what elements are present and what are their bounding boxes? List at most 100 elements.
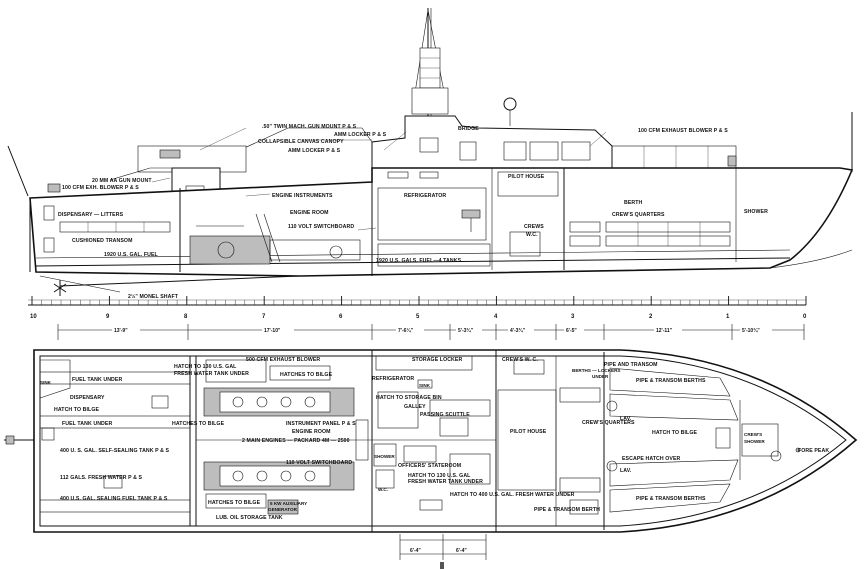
label-fuel-tanks: 1920 U.S. GALS. FUEL—4 TANKS — [376, 258, 462, 264]
dim-bottom-2: 6'-4" — [456, 548, 467, 554]
station-8: 8 — [184, 314, 188, 320]
plan-label-fuel-tank-1: FUEL TANK UNDER — [72, 377, 122, 383]
plan-label-dispensary: DISPENSARY — [70, 395, 105, 401]
plan-label-switchboard: 110 VOLT SWITCHBOARD — [286, 460, 352, 466]
plan-label-storage-locker: STORAGE LOCKER — [412, 357, 462, 363]
dim-pilot: 6'-5" — [566, 328, 577, 334]
plan-label-pt-berths-2: PIPE & TRANSOM BERTHS — [636, 496, 706, 502]
station-5: 5 — [416, 314, 420, 320]
plan-label-5kw: 5 KW AUXILIARY — [270, 501, 307, 506]
label-exh-blower: 100 CFM EXH. BLOWER P & S — [62, 185, 139, 191]
profile-interior — [39, 171, 731, 296]
dim-galley: 7'-6¼" — [398, 327, 414, 334]
profile-leaders — [151, 127, 607, 231]
plan-label-lav-2: LAV. — [620, 468, 632, 474]
plan-label-pipe-transom: PIPE AND TRANSOM — [604, 362, 658, 368]
bottom-dimensions: 6'-4" 6'-4" — [399, 534, 487, 569]
plan-label-hatches-bilge-3: HATCHES TO BILGE — [208, 500, 261, 506]
dimension-line: 13'-9" 17'-10" 7'-6¼" 5'-3¾" 4'-3¾" 6'-5… — [57, 324, 805, 340]
station-6: 6 — [339, 314, 343, 320]
plan-label-storage-bin: HATCH TO STORAGE BIN — [376, 395, 442, 401]
plan-label-refrigerator: REFRIGERATOR — [372, 376, 414, 382]
plan-label-pt-berth: PIPE & TRANSOM BERTH — [534, 507, 600, 513]
plan-label-112-fw: 112 GALS. FRESH WATER P & S — [60, 475, 143, 481]
plan-label-hatches-bilge-1: HATCHES TO BILGE — [280, 372, 333, 378]
plan-label-berths-lockers: BERTHS — LOCKERS — [572, 368, 621, 373]
plan-label-fore-peak: FORE PEAK — [798, 448, 829, 454]
dim-forepeak: 5'-10¾" — [742, 327, 760, 334]
plan-hull-outline — [33, 349, 858, 533]
plan-label-hatch-bilge-aft: HATCH TO BILGE — [54, 407, 99, 413]
plan-label-400-fuel: 400 U.S. GAL. SEALING FUEL TANK P & S — [60, 496, 168, 502]
label-canopy: COLLAPSIBLE CANVAS CANOPY — [258, 139, 344, 145]
plan-label-fw-tank-2: FRESH WATER TANK UNDER — [408, 479, 483, 485]
plan-label-main-engines: 2 MAIN ENGINES — PACKARD 4M — 2500 — [242, 438, 350, 444]
label-shower: SHOWER — [744, 209, 768, 215]
station-1: 1 — [726, 314, 730, 320]
label-wc: W.C. — [526, 232, 538, 238]
dim-stateroom: 5'-3¾" — [458, 327, 474, 334]
label-engine-room: ENGINE ROOM — [290, 210, 329, 216]
plan-label-fuel-tank-2: FUEL TANK UNDER — [62, 421, 112, 427]
deck-plan — [4, 349, 858, 533]
plan-label-under: UNDER — [592, 374, 609, 379]
station-10: 10 — [30, 314, 37, 320]
plan-label-hatches-bilge-2: HATCHES TO BILGE — [172, 421, 225, 427]
plan-labels: 500 CFM EXHAUST BLOWER STORAGE LOCKER CR… — [40, 357, 829, 521]
plan-label-instrument-panel: INSTRUMENT PANEL P & S — [286, 421, 356, 427]
plan-label-shower: SHOWER — [374, 454, 395, 459]
plan-label-400-self-sealing: 400 U. S. GAL. SELF-SEALING TANK P & S — [60, 448, 170, 454]
plan-label-passing-scuttle: PASSING SCUTTLE — [420, 412, 470, 418]
plan-label-hatch-130-1: HATCH TO 130 U.S. GAL — [174, 364, 237, 370]
plan-label-crews-wc: CREW'S W. C. — [502, 357, 538, 363]
plan-label-escape-hatch: ESCAPE HATCH OVER — [622, 456, 681, 462]
plan-label-pt-berths-1: PIPE & TRANSOM BERTHS — [636, 378, 706, 384]
plan-label-crews-shower: SHOWER — [744, 439, 765, 444]
plan-label-500cfm: 500 CFM EXHAUST BLOWER — [246, 357, 320, 363]
plan-label-pilot-house: PILOT HOUSE — [510, 429, 547, 435]
plan-label-lub-oil: LUB. OIL STORAGE TANK — [216, 515, 283, 521]
dim-wc: 4'-3¾" — [510, 327, 526, 334]
station-scale — [28, 299, 806, 306]
plan-label-hatch-400-fw: HATCH TO 400 U.S. GAL. FRESH WATER UNDER — [450, 492, 575, 498]
plan-label-galley: GALLEY — [404, 404, 426, 410]
dim-crew: 12'-11" — [656, 328, 673, 334]
label-engine-instruments: ENGINE INSTRUMENTS — [272, 193, 333, 199]
station-0: 0 — [803, 314, 807, 320]
dim-bottom-1: 6'-4" — [410, 548, 421, 554]
label-dispensary: DISPENSARY — LITTERS — [58, 212, 124, 218]
plan-label-wc: W.C. — [378, 487, 388, 492]
label-amm-locker-2: AMM LOCKER P & S — [288, 148, 341, 154]
plan-label-crews: CREW'S — [744, 432, 762, 437]
station-2: 2 — [649, 314, 653, 320]
station-ticks — [31, 296, 807, 305]
label-refrigerator: REFRIGERATOR — [404, 193, 446, 199]
plan-label-fw-tank-1: FRESH WATER TANK UNDER — [174, 371, 249, 377]
station-9: 9 — [106, 314, 110, 320]
plan-label-crews-quarters: CREW'S QUARTERS — [582, 420, 635, 426]
plan-label-hatch-130-2: HATCH TO 130 U.S. GAL — [408, 473, 471, 479]
label-exhaust-blower: 100 CFM EXHAUST BLOWER P & S — [638, 128, 728, 134]
station-3: 3 — [571, 314, 575, 320]
station-numbers: 10 9 8 7 6 5 4 3 2 1 0 — [30, 314, 807, 320]
inboard-profile: .50" TWIN MACH. GUN MOUNT P & S AMM LOCK… — [7, 8, 854, 320]
plan-label-lav-1: LAV. — [620, 416, 632, 422]
label-amm-locker-1: AMM LOCKER P & S — [334, 132, 387, 138]
dim-aft: 13'-9" — [114, 328, 128, 334]
plan-label-sink: SINK — [419, 383, 431, 388]
mast — [411, 8, 517, 126]
plan-label-hatch-bilge-fwd: HATCH TO BILGE — [652, 430, 697, 436]
label-bridge: BRIDGE — [458, 126, 479, 132]
label-crews-quarters: CREW'S QUARTERS — [612, 212, 665, 218]
profile-labels: .50" TWIN MACH. GUN MOUNT P & S AMM LOCK… — [58, 124, 768, 300]
plan-label-engine-room: ENGINE ROOM — [292, 429, 331, 435]
label-switchboard: 110 VOLT SWITCHBOARD — [288, 224, 354, 230]
plan-label-generator: GENERATOR — [268, 507, 298, 512]
plan-label-officers: OFFICERS' STATEROOM — [398, 463, 461, 469]
label-monel-shaft: 2½" MONEL SHAFT — [128, 293, 179, 300]
label-fuel-aft: 1920 U.S. GAL. FUEL — [104, 252, 159, 258]
label-cushioned-transom: CUSHIONED TRANSOM — [72, 238, 133, 244]
label-pilot-house: PILOT HOUSE — [508, 174, 545, 180]
label-twin-mg-mount: .50" TWIN MACH. GUN MOUNT P & S — [262, 124, 357, 130]
